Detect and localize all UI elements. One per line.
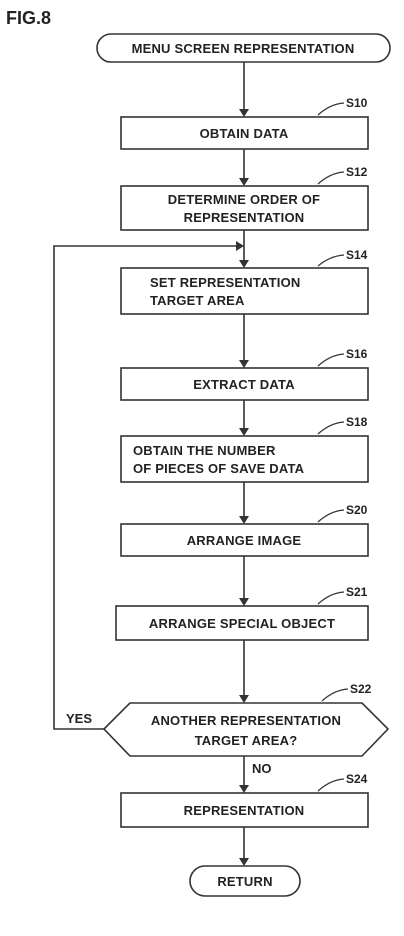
process-s16: EXTRACT DATA S16 [120,347,369,401]
process-s20-line-1: ARRANGE IMAGE [187,533,302,548]
arrowhead-s22 [239,695,249,703]
start-terminal-label: MENU SCREEN REPRESENTATION [132,41,355,56]
step-s24-label: S24 [346,772,368,786]
end-terminal-label: RETURN [217,874,272,889]
step-s22-leader [321,688,349,702]
arrowhead-s20 [239,516,249,524]
process-s24-line-1: REPRESENTATION [184,803,305,818]
yes-loop-line [53,245,238,730]
process-s21-box [115,605,369,641]
decision-s22: ANOTHER REPRESENTATION TARGET AREA? S22 [102,682,390,757]
step-s22-label: S22 [350,682,372,696]
arrowhead-s18 [239,428,249,436]
step-s14-label: S14 [346,248,368,262]
process-s14-line-2: TARGET AREA [150,293,245,308]
process-s24-box [120,792,369,828]
step-s18-leader [317,421,345,435]
process-s20: ARRANGE IMAGE S20 [120,503,369,557]
arrowhead-s12 [239,178,249,186]
process-s24: REPRESENTATION S24 [120,772,369,828]
process-s14: SET REPRESENTATION TARGET AREA S14 [120,248,369,315]
step-s14-leader [317,254,345,267]
step-s10-leader [317,102,345,116]
step-s18-label: S18 [346,415,368,429]
step-s12-leader [317,171,345,185]
decision-s22-line-2: TARGET AREA? [195,733,298,748]
process-s18: OBTAIN THE NUMBER OF PIECES OF SAVE DATA… [120,415,369,483]
arrowhead-s14 [239,260,249,268]
start-terminal: MENU SCREEN REPRESENTATION [96,33,391,63]
branch-yes-label: YES [66,711,92,726]
step-s20-leader [317,509,345,523]
process-s12-box [120,185,369,231]
arrowhead-s24 [239,785,249,793]
process-s12-line-2: REPRESENTATION [184,210,305,225]
step-s20-label: S20 [346,503,368,517]
process-s12-line-1: DETERMINE ORDER OF [168,192,320,207]
step-s21-leader [317,591,345,605]
arrowhead-end [239,858,249,866]
decision-s22-shape [102,702,390,757]
step-s16-label: S16 [346,347,368,361]
process-s18-line-2: OF PIECES OF SAVE DATA [133,461,305,476]
process-s10: OBTAIN DATA S10 [120,96,369,150]
decision-s22-line-1: ANOTHER REPRESENTATION [151,713,341,728]
step-s12-label: S12 [346,165,368,179]
figure-label: FIG.8 [6,8,51,28]
arrowhead-s16 [239,360,249,368]
process-s21-line-1: ARRANGE SPECIAL OBJECT [149,616,335,631]
branch-no-label: NO [252,761,272,776]
process-s10-box [120,116,369,150]
process-s20-box [120,523,369,557]
process-s14-line-1: SET REPRESENTATION [150,275,300,290]
step-s24-leader [317,778,345,792]
yes-loop [53,241,244,730]
end-terminal-shape [189,865,301,897]
step-s21-label: S21 [346,585,368,599]
process-s21: ARRANGE SPECIAL OBJECT S21 [115,585,369,641]
step-s16-leader [317,353,345,367]
yes-loop-arrowhead [236,241,244,251]
end-terminal: RETURN [189,865,301,897]
process-s16-line-1: EXTRACT DATA [193,377,295,392]
step-s10-label: S10 [346,96,368,110]
connectors [239,62,249,866]
process-s18-line-1: OBTAIN THE NUMBER [133,443,276,458]
process-s12: DETERMINE ORDER OF REPRESENTATION S12 [120,165,369,231]
arrowhead-s10 [239,109,249,117]
arrowhead-s21 [239,598,249,606]
process-s10-line-1: OBTAIN DATA [200,126,289,141]
